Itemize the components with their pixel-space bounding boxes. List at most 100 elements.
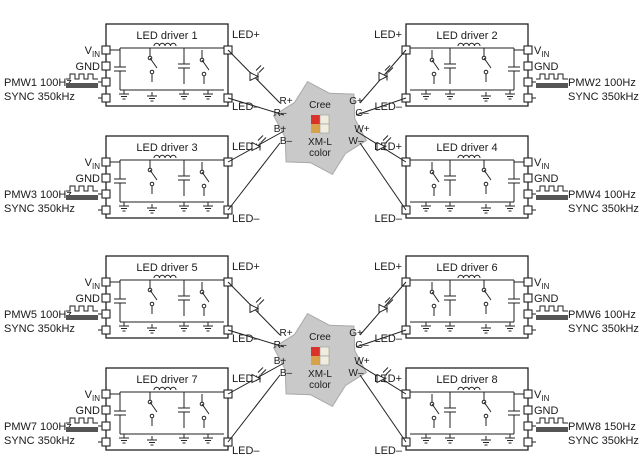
sync-label: SYNC 350kHz [4,435,75,447]
led-plus-label: LED+ [374,261,402,273]
pin-r-plus: R+ [279,96,292,107]
sync-terminal [101,437,111,447]
led-plus-label: LED+ [232,261,260,273]
driver-6-led-icon [378,297,394,314]
white-die-icon [319,114,330,125]
sync-terminal [523,93,533,103]
driver-2-led-icon [378,65,394,82]
pin-b-plus: B+ [274,356,287,367]
led-minus-label: LED– [374,445,402,457]
pwm-waveform-icon [536,185,568,192]
pwm-label: PMW5 100Hz [4,309,72,321]
brand-label: Cree [309,100,331,111]
led-minus-label: LED– [232,213,260,225]
red-die-icon [311,115,320,124]
pwm-waveform-icon [536,305,568,312]
pwm-label: PMW3 100Hz [4,189,72,201]
pwm-waveform-icon [536,73,568,80]
sync-label: SYNC 350kHz [4,323,75,335]
pwm-terminal [523,189,533,199]
pin-g-minus: G– [355,340,369,351]
vin-terminal [523,389,533,399]
model-label-2: color [309,148,331,159]
pin-w-plus: W+ [354,124,369,135]
vin-label: VIN [85,157,101,171]
switch-icon [431,291,440,303]
pin-g-plus: G+ [349,96,363,107]
gnd-terminal [523,173,533,183]
sync-waveform-icon [66,427,98,432]
pin-g-minus: G– [355,108,369,119]
sync-waveform-icon [536,195,568,200]
sync-terminal [101,205,111,215]
brand-label: Cree [309,332,331,343]
pwm-terminal [101,77,111,87]
sync-label: SYNC 350kHz [4,91,75,103]
vin-terminal [101,277,111,287]
sync-label: SYNC 350kHz [4,203,75,215]
pwm-waveform-icon [66,305,98,312]
switch-icon [201,59,210,71]
gnd-terminal [523,61,533,71]
switch-icon [483,169,492,181]
gnd-label: GND [76,173,101,185]
inductor-icon [457,154,481,159]
switch-icon [483,57,492,69]
model-label: XM-L [308,137,332,148]
pin-w-minus: W– [349,136,364,147]
model-label-2: color [309,380,331,391]
driver-title: LED driver 8 [436,374,497,386]
gnd-label: GND [534,173,559,185]
driver-8-minus-wire [359,374,407,443]
sync-terminal [101,325,111,335]
led-plus-label: LED+ [232,29,260,41]
switch-icon [431,403,440,415]
vin-label: VIN [534,157,550,171]
gnd-label: GND [76,405,101,417]
driver-1-minus-wire [227,97,285,116]
switch-icon [149,401,158,413]
driver-5-led-icon [249,297,265,314]
driver-2-minus-wire [355,97,407,116]
driver-1-led-icon [249,65,265,82]
driver-6-minus-wire [355,329,407,348]
led-plus-label: LED+ [374,29,402,41]
driver-title: LED driver 4 [436,142,497,154]
pin-b-plus: B+ [274,124,287,135]
amber-die-icon [311,356,320,365]
driver-3-led-icon [251,135,267,152]
gnd-label: GND [76,61,101,73]
sync-terminal [523,437,533,447]
switch-icon [149,57,158,69]
inductor-icon [153,42,177,47]
sync-terminal [101,93,111,103]
vin-label: VIN [85,389,101,403]
switch-icon [149,169,158,181]
vin-terminal [523,45,533,55]
sync-terminal [523,325,533,335]
inductor-icon [153,274,177,279]
sync-waveform-icon [536,427,568,432]
driver-4-led-icon [376,135,392,152]
vin-label: VIN [534,277,550,291]
pwm-terminal [523,309,533,319]
driver-5-minus-wire [227,329,285,348]
sync-label: SYNC 350kHz [568,203,639,215]
vin-terminal [101,45,111,55]
pwm-label: PMW4 100Hz [568,189,636,201]
pin-r-plus: R+ [279,328,292,339]
inductor-icon [457,386,481,391]
driver-title: LED driver 1 [136,30,197,42]
led-minus-label: LED– [232,445,260,457]
vin-terminal [523,277,533,287]
pwm-waveform-icon [536,417,568,424]
led-minus-label: LED– [374,213,402,225]
pwm-label: PMW6 100Hz [568,309,636,321]
pwm-waveform-icon [66,417,98,424]
pin-w-plus: W+ [354,356,369,367]
